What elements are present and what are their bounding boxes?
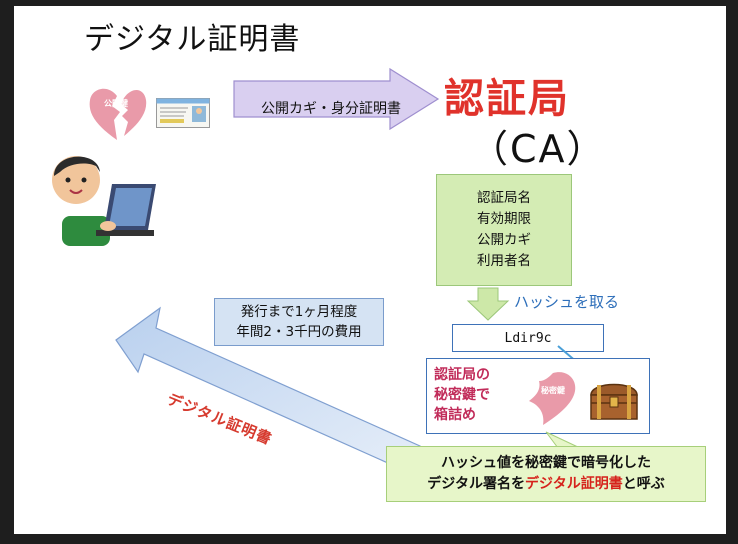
page-title: デジタル証明書 [84,22,301,57]
hash-label: ハッシュを取る [514,293,620,311]
encrypt-label: 認証局の 秘密鍵で 箱詰め [434,365,490,425]
cert-field: 利用者名 [477,253,531,269]
encrypt-label-line: 認証局の [434,367,490,383]
cert-fields-box: 認証局名 有効期限 公開カギ 利用者名 [436,174,572,286]
hash-value: Ldir9c [452,324,604,352]
cert-field: 有効期限 [477,211,531,227]
cert-field: 認証局名 [477,190,531,206]
privkey-icon-label: 秘密鍵 [541,385,565,395]
submit-arrow [233,67,440,131]
encrypt-label-line: 箱詰め [434,407,476,423]
treasure-chest-icon [590,383,638,420]
cert-field: 公開カギ [477,232,531,248]
callout-text: と呼ぶ [622,476,665,492]
cost-note-line: 発行まで1ヶ月程度 [240,304,358,320]
pubkey-icon-label: 公開鍵 [104,98,128,108]
pubkey-icon: 公開鍵 [89,88,147,140]
encrypt-label-line: 秘密鍵で [434,387,490,403]
encrypt-box: 認証局の 秘密鍵で 箱詰め 秘密鍵 [426,358,650,434]
cost-note: 発行まで1ヶ月程度 年間2・3千円の費用 [214,298,384,346]
callout-highlight: デジタル証明書 [525,476,623,492]
id-card-icon [156,98,210,128]
callout-text: デジタル署名を [427,476,525,492]
ca-abbr: （CA） [470,127,607,171]
slide: デジタル証明書 公開鍵 公開カギ・身分証明書 認証局 （CA） 認証局名 [14,6,726,534]
privkey-icon: 秘密鍵 [529,372,576,425]
submit-label: 公開カギ・身分証明書 [261,101,401,117]
summary-callout: ハッシュ値を秘密鍵で暗号化した デジタル署名をデジタル証明書と呼ぶ [386,446,706,502]
user-at-laptop-icon [52,156,156,246]
hash-down-arrow [466,287,510,321]
callout-line: ハッシュ値を秘密鍵で暗号化した [441,455,651,471]
ca-name: 認証局 [444,76,570,122]
cost-note-line: 年間2・3千円の費用 [236,324,362,340]
callout-line: デジタル署名をデジタル証明書と呼ぶ [427,474,664,495]
